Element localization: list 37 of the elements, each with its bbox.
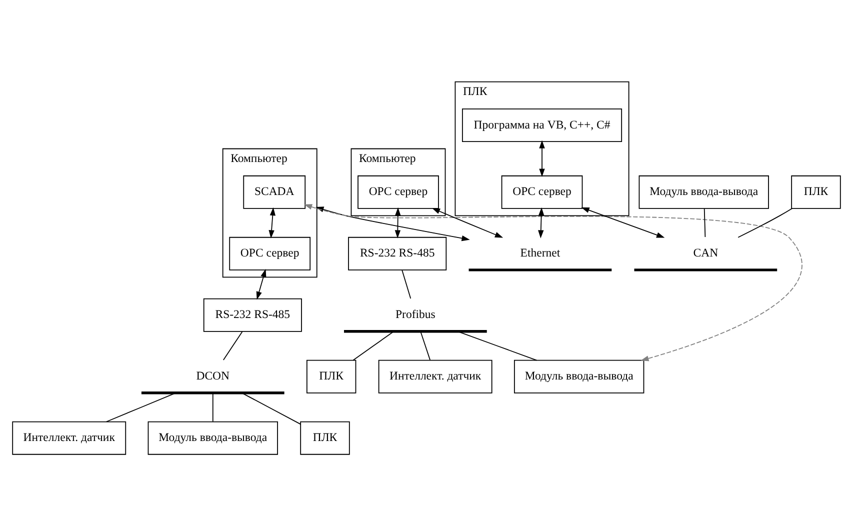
arrow [539, 140, 545, 176]
connector [106, 392, 176, 422]
node-box: Модуль ввода-вывода [148, 420, 278, 454]
node-box: ПЛК [306, 359, 356, 393]
node-box: SCADA [243, 174, 306, 208]
node-box: RS-232 RS-485 [348, 236, 447, 270]
node-box: ПЛК [300, 420, 350, 454]
node-text: CAN [693, 246, 718, 260]
node-text: DCON [196, 369, 230, 382]
connector [212, 392, 214, 422]
connector [420, 330, 430, 360]
node-box: Модуль ввода-вывода [638, 174, 769, 208]
node-box: Модуль ввода-вывода [514, 359, 644, 393]
connector [738, 208, 792, 238]
node-box: Интеллект. датчик [378, 359, 492, 393]
connector [704, 208, 706, 237]
arrow [538, 206, 544, 238]
node-text: Profibus [396, 308, 436, 321]
node-box: Интеллект. датчик [12, 420, 126, 454]
node-box: OPC сервер [501, 174, 583, 208]
node-box: OPC сервер [358, 174, 439, 208]
node-box: OPC сервер [229, 236, 311, 270]
connector [458, 330, 538, 360]
connector [402, 269, 412, 298]
connector [242, 392, 301, 424]
arrow [581, 206, 665, 238]
node-box: RS-232 RS-485 [203, 298, 302, 332]
node-text: Ethernet [520, 246, 560, 260]
node-box: ПЛК [791, 174, 841, 208]
arrow [268, 206, 276, 238]
connector [222, 330, 243, 360]
arrow [432, 207, 504, 238]
arrow [256, 268, 266, 300]
connector [352, 330, 394, 360]
arrow [394, 206, 401, 238]
arrow [304, 204, 802, 361]
node-box: Программа на VB, C++, C# [462, 108, 622, 142]
